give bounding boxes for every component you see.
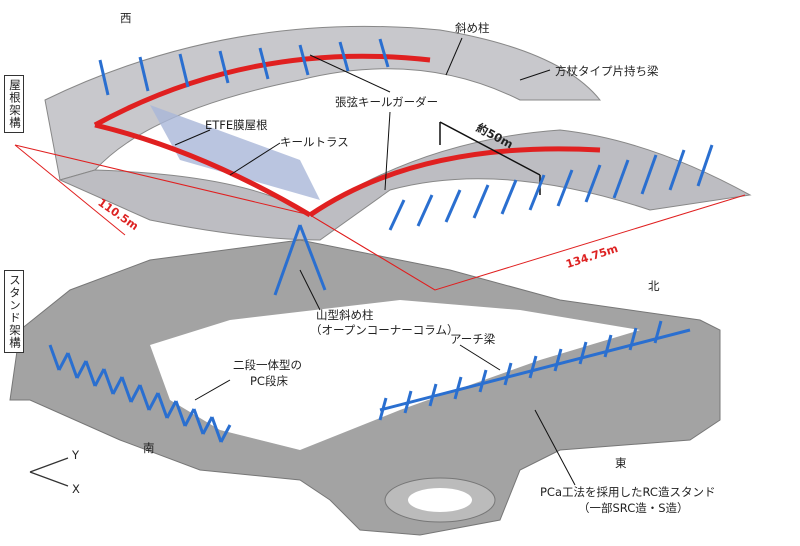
roof-frame-label: 屋根架構 xyxy=(4,75,24,133)
mountain-column-label: 山型斜め柱 xyxy=(316,308,374,322)
steel-column xyxy=(165,400,178,419)
steel-column xyxy=(93,368,106,387)
steel-column xyxy=(453,376,463,400)
rc-stand-label-1: PCa工法を採用したRC造スタンド xyxy=(540,485,716,499)
steel-column xyxy=(338,41,350,72)
steel-column xyxy=(178,53,190,88)
steel-column xyxy=(503,362,513,386)
direction-south: 南 xyxy=(143,441,155,455)
steel-column xyxy=(138,384,151,411)
steel-column xyxy=(183,408,196,427)
steel-column xyxy=(219,424,232,443)
etfe-membrane xyxy=(150,105,320,200)
cantilever-beam-label: 方杖タイプ片持ち梁 xyxy=(555,64,659,78)
stand-frame-label: スタンド架構 xyxy=(4,270,24,353)
keel-girder-diag xyxy=(94,122,312,218)
steel-column xyxy=(612,159,630,199)
steel-column xyxy=(102,368,115,395)
steel-column xyxy=(444,189,462,223)
keel-girder-label: 張弦キールガーダー xyxy=(335,95,439,109)
direction-east: 東 xyxy=(615,456,627,470)
steel-column xyxy=(273,224,302,296)
steel-column xyxy=(210,416,223,443)
steel-column xyxy=(174,400,187,427)
axis-x-label: X xyxy=(72,482,80,496)
steel-column xyxy=(696,144,714,187)
rotunda-inner xyxy=(408,488,472,512)
stand-inner-field xyxy=(150,300,640,450)
steel-column xyxy=(258,47,270,80)
steel-column xyxy=(500,179,518,215)
steel-column xyxy=(578,341,588,365)
steel-column xyxy=(553,348,563,372)
steel-column xyxy=(75,360,88,379)
steel-column xyxy=(379,328,691,412)
steel-column xyxy=(57,352,70,371)
arch-beam-label: アーチ梁 xyxy=(450,332,496,346)
steel-column xyxy=(98,59,110,96)
keel-girder-west xyxy=(93,53,431,128)
steel-column xyxy=(156,392,169,419)
steel-column xyxy=(218,50,230,84)
steel-column xyxy=(111,376,124,395)
steel-column xyxy=(84,360,97,387)
steel-column xyxy=(378,38,390,68)
steel-column xyxy=(298,224,327,291)
rc-stand-label-2: （一部SRC造・S造） xyxy=(578,501,689,515)
direction-north: 北 xyxy=(648,279,660,293)
steel-column xyxy=(528,355,538,379)
steel-column xyxy=(556,169,574,207)
keel-girder-east xyxy=(308,146,601,218)
steel-column xyxy=(66,352,79,379)
steel-column xyxy=(472,184,490,219)
open-corner-column-label: （オープンコーナーコラム） xyxy=(310,323,459,337)
keel-truss-label: キールトラス xyxy=(280,135,349,149)
steel-column xyxy=(668,149,686,191)
diagonal-column-label: 斜め柱 xyxy=(455,21,490,35)
steel-column xyxy=(388,199,406,231)
steel-column xyxy=(298,44,310,76)
dimension-134 xyxy=(309,194,746,291)
steel-column xyxy=(603,334,613,358)
steel-column xyxy=(147,392,160,411)
steel-column xyxy=(120,376,133,403)
steel-column xyxy=(138,56,150,92)
axis-indicator xyxy=(29,457,69,487)
axis-y-label: Y xyxy=(72,448,80,462)
steel-column xyxy=(478,369,488,393)
pc-floor-label-2: PC段床 xyxy=(250,374,288,388)
direction-west: 西 xyxy=(120,11,132,25)
pc-floor-label-1: 二段一体型の xyxy=(233,358,302,372)
blue-columns xyxy=(48,38,714,443)
steel-column xyxy=(528,174,546,211)
steel-column xyxy=(192,408,205,435)
steel-column xyxy=(201,416,214,435)
steel-column xyxy=(48,344,61,371)
steel-column xyxy=(416,194,434,227)
leader-lines xyxy=(174,37,576,486)
etfe-roof-label: ETFE膜屋根 xyxy=(205,118,268,132)
steel-column xyxy=(584,164,602,203)
steel-column xyxy=(640,154,658,195)
steel-column xyxy=(129,384,142,403)
